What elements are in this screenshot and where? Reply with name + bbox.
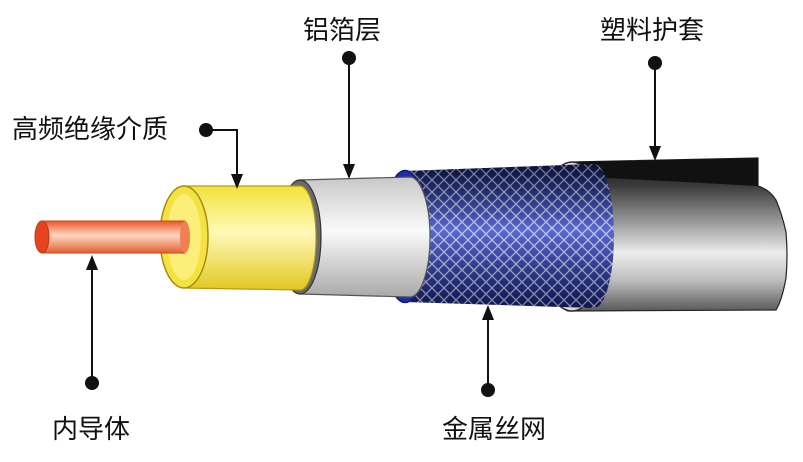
- leader-braid: [481, 305, 495, 397]
- metal-braid: [382, 164, 614, 308]
- label-metal-braid: 金属丝网: [442, 415, 547, 445]
- leader-foil: [342, 51, 356, 179]
- label-dielectric: 高频绝缘介质: [12, 115, 169, 145]
- label-inner-conductor: 内导体: [52, 415, 131, 445]
- label-plastic-jacket: 塑料护套: [600, 16, 705, 46]
- label-aluminum-foil: 铝箔层: [303, 16, 382, 46]
- leader-conductor: [85, 255, 99, 390]
- leader-lines: [85, 51, 662, 397]
- leader-dielectric: [199, 123, 243, 189]
- leader-jacket: [648, 56, 662, 161]
- inner-conductor: [34, 220, 190, 254]
